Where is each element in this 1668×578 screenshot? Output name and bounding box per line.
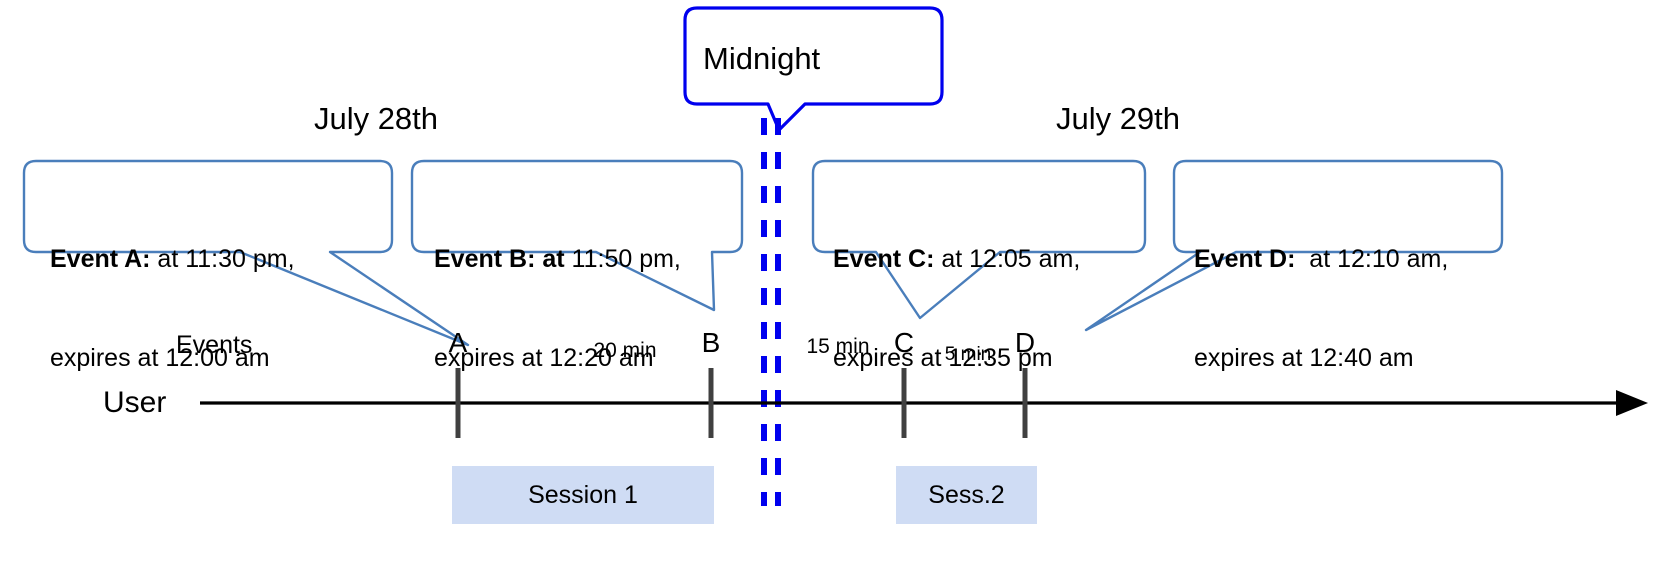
timeline-arrow-head xyxy=(1616,390,1648,416)
event-b-bold-label: Event B: at xyxy=(434,245,565,273)
event-b-line2-label: expires at 12:20 am xyxy=(434,344,654,372)
event-c-rest-label: at 12:05 am, xyxy=(934,245,1081,273)
tick-label-c: C xyxy=(893,327,915,358)
event-a-callout-text: Event A: at 11:30 pm, expires at 12:00 a… xyxy=(50,177,390,441)
session-box-sess-2: Sess.2 xyxy=(896,466,1037,524)
gap-label-20-min: 20 min xyxy=(593,339,657,362)
date-heading-july-29: July 29th xyxy=(1055,101,1181,136)
event-b-callout-text: Event B: at 11:50 pm, expires at 12:20 a… xyxy=(434,177,754,441)
event-a-rest-label: at 11:30 pm, xyxy=(150,245,295,273)
event-a-line2-label: expires at 12:00 am xyxy=(50,344,270,372)
date-heading-july-28: July 28th xyxy=(313,101,439,136)
gap-label-5-min: 5 min xyxy=(944,344,992,365)
tick-label-b: B xyxy=(701,327,721,358)
event-d-callout-text: Event D: at 12:10 am, expires at 12:40 a… xyxy=(1194,177,1524,441)
event-b-rest-label: 11:50 pm, xyxy=(564,245,681,273)
event-d-line2-label: expires at 12:40 am xyxy=(1194,344,1414,372)
session-box-session-1: Session 1 xyxy=(452,466,714,524)
event-c-bold-label: Event C: xyxy=(833,245,935,273)
midnight-label: Midnight xyxy=(703,41,821,76)
gap-label-15-min: 15 min xyxy=(806,335,870,358)
event-c-line2-label: expires at 12:35 pm xyxy=(833,344,1053,372)
event-d-rest-label: at 12:10 am, xyxy=(1295,245,1449,273)
tick-label-a: A xyxy=(448,327,468,358)
user-axis-label: User xyxy=(103,386,167,419)
events-row-label: Events xyxy=(176,331,253,359)
tick-label-d: D xyxy=(1014,327,1036,358)
event-c-callout-text: Event C: at 12:05 am, expires at 12:35 p… xyxy=(833,177,1153,441)
event-a-bold-label: Event A: xyxy=(50,245,151,273)
event-d-bold-label: Event D: xyxy=(1194,245,1296,273)
